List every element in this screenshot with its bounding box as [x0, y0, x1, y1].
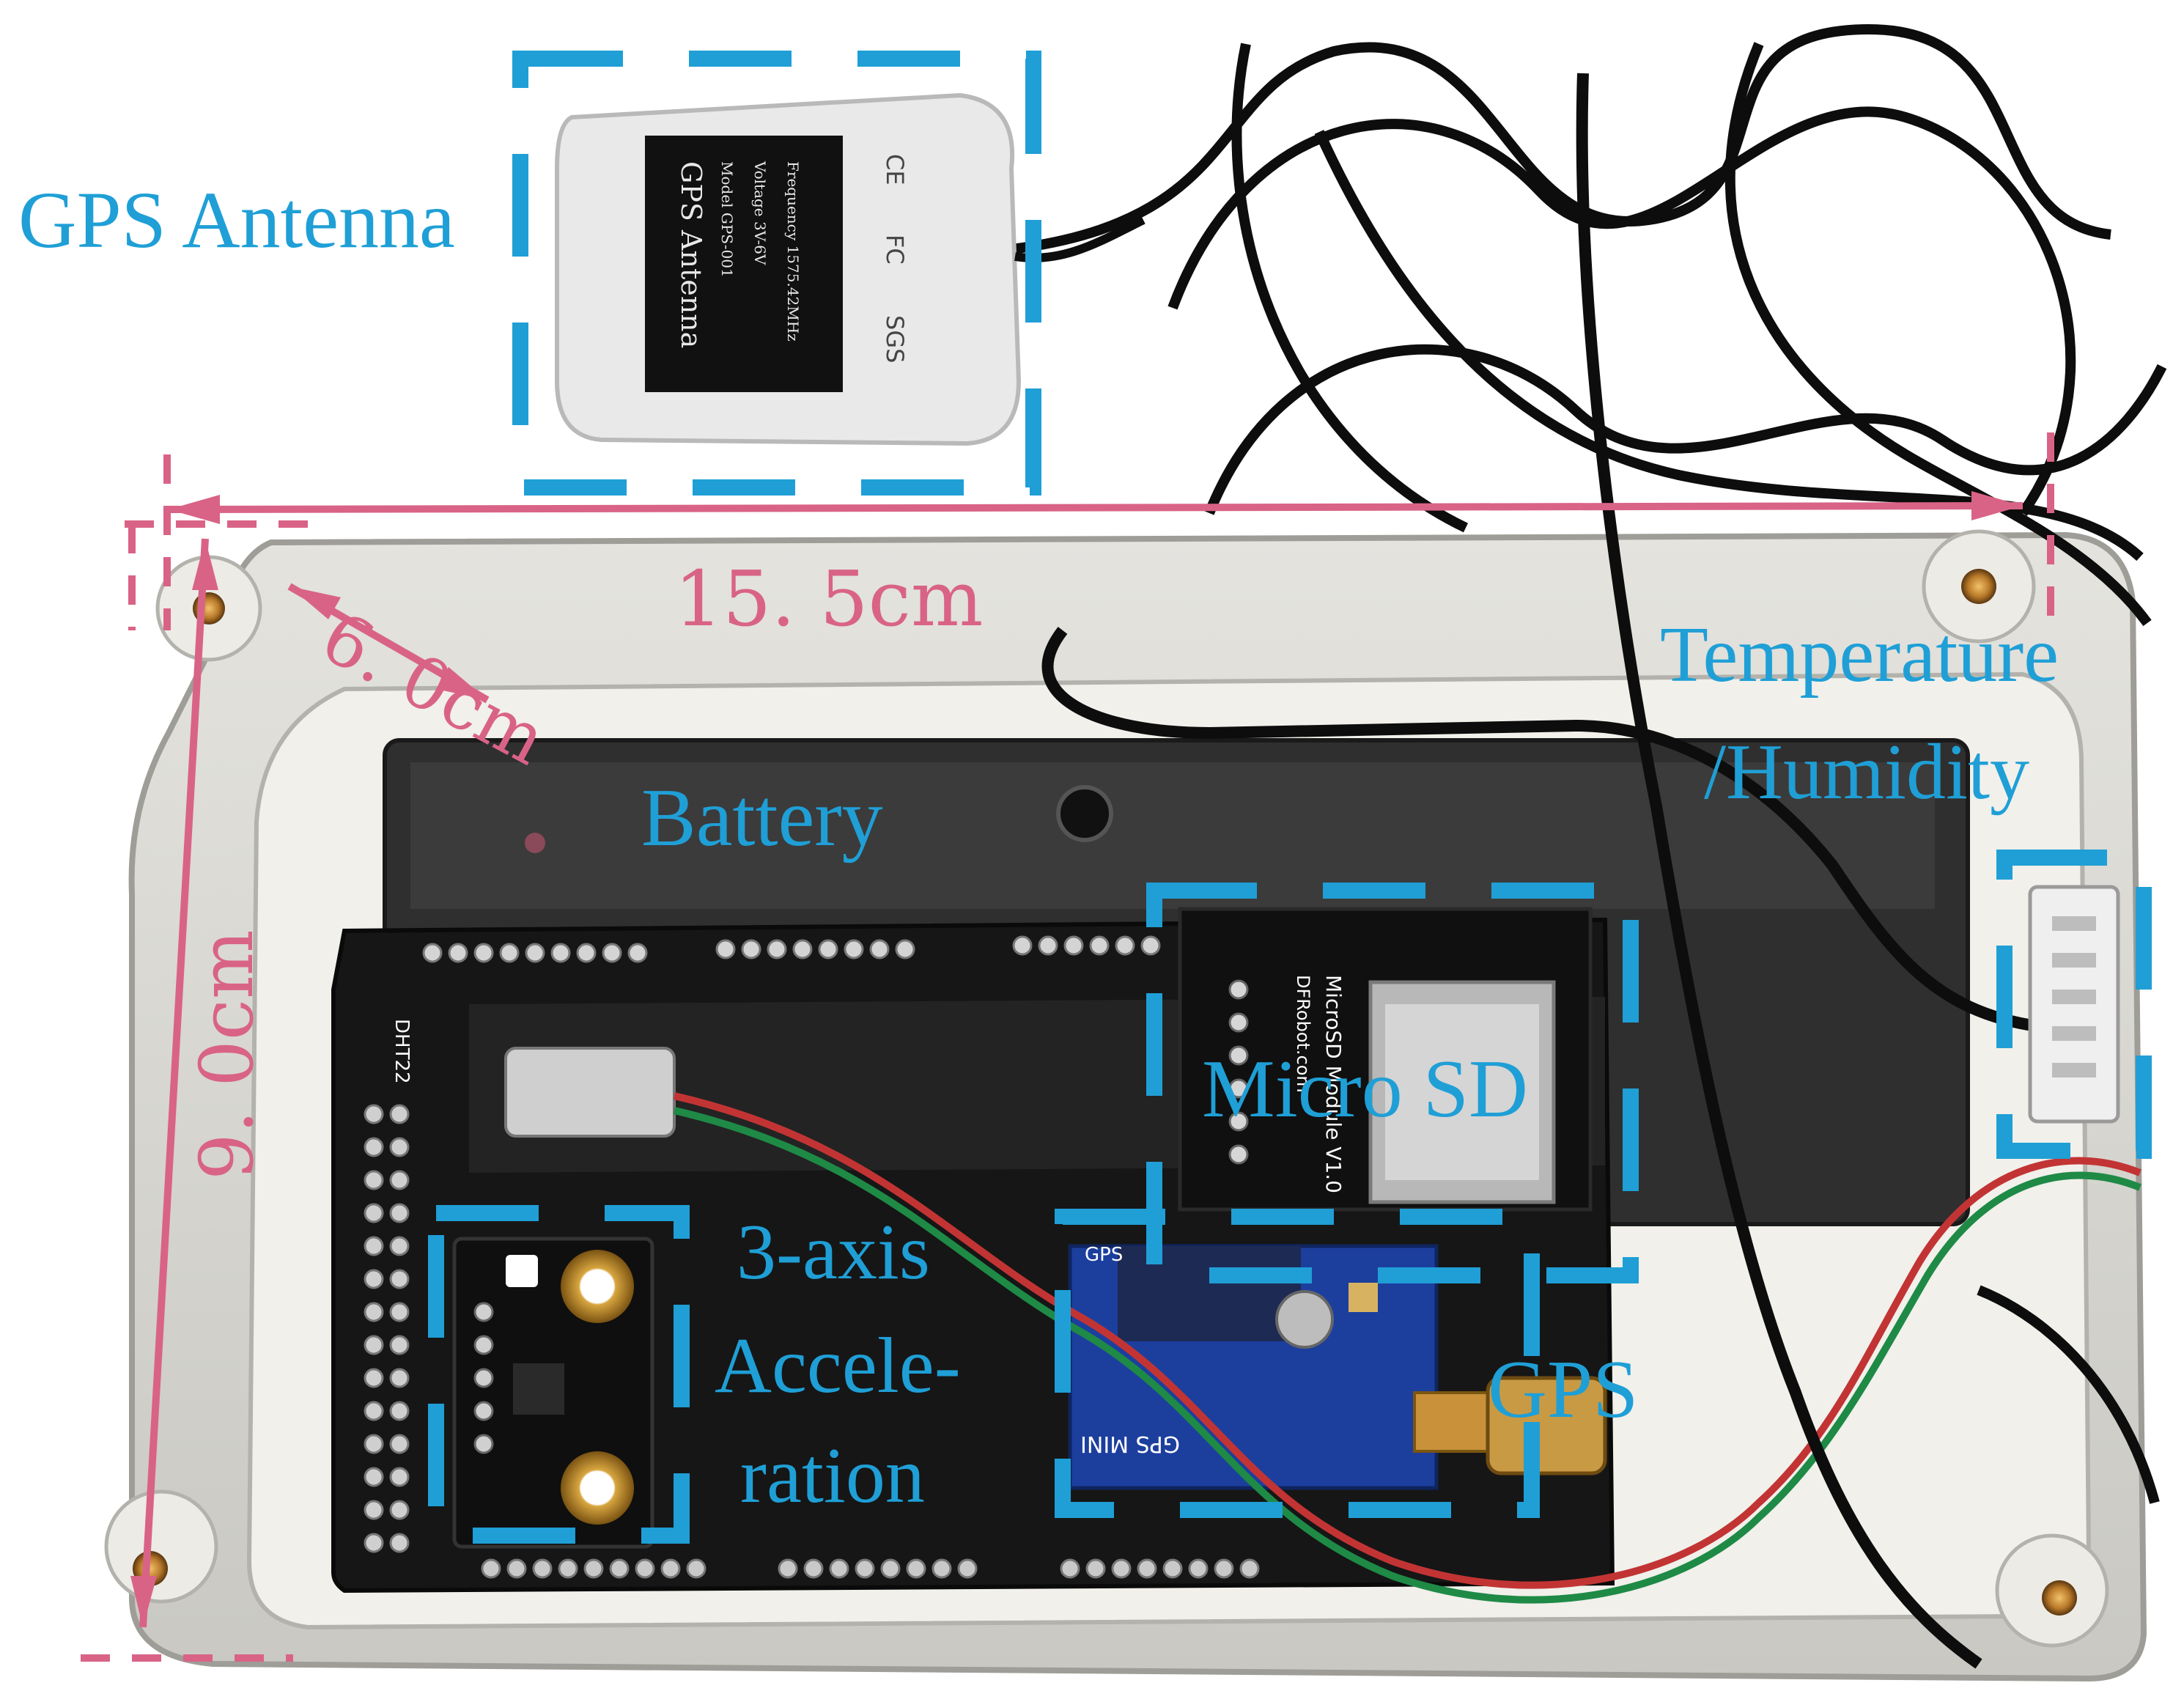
battery-label: Battery: [641, 773, 883, 863]
sd-highlight: [1146, 883, 1639, 1283]
cables: [673, 23, 2167, 1669]
sticker-line1: Model GPS-001: [718, 161, 736, 278]
gps-highlight: [1055, 1209, 1540, 1518]
screw-icon: [1961, 569, 1996, 604]
ce-mark: CE: [881, 154, 909, 185]
mount-hole-icon: [561, 1451, 634, 1525]
antenna-sticker: [645, 136, 843, 392]
dimension-lines: [81, 432, 2054, 1662]
gps-antenna: GPS Antenna Model GPS-001 Voltage 3V-6V …: [555, 92, 1146, 446]
acceleration-label-line2: Accele-: [715, 1322, 961, 1410]
temp-humidity-highlight: [1996, 850, 2152, 1159]
sensor-connector: [504, 1047, 676, 1138]
sticker-line3: Frequency 1575.42MHz: [784, 161, 802, 342]
logo-icon: [506, 1255, 538, 1287]
fc-mark: FC: [881, 235, 909, 265]
dfrobot-silkscreen: DFRobot.com: [1293, 975, 1313, 1093]
temperature-label: Temperature: [1660, 611, 2059, 699]
length-dimension: 15. 5cm: [674, 554, 984, 644]
mount-hole-icon: [561, 1250, 634, 1323]
gps-mini-silkscreen: GPS MINI: [1080, 1431, 1180, 1456]
gps-label: GPS: [1488, 1344, 1639, 1435]
sticker-line2: Voltage 3V-6V: [751, 161, 769, 265]
acceleration-label-line3: ration: [740, 1432, 925, 1519]
accelerometer-highlight: [428, 1205, 690, 1544]
antenna-highlight: [512, 51, 1041, 495]
temp-humidity-connector: [2028, 885, 2120, 1124]
sgs-mark: SGS: [881, 315, 909, 363]
gps-antenna-label: GPS Antenna: [18, 175, 455, 265]
width-dimension: 9. 0cm: [184, 929, 270, 1180]
acceleration-label-line1: 3-axis: [737, 1209, 930, 1296]
screw-icon: [2042, 1580, 2077, 1616]
sticker-title: GPS Antenna: [675, 161, 707, 348]
gps-silkscreen: GPS: [1085, 1244, 1123, 1266]
highlight-boxes: [428, 51, 2152, 1544]
micro-sd-label: Micro SD: [1202, 1044, 1528, 1135]
header-pins: [364, 1104, 410, 1553]
accelerometer-module: [452, 1237, 654, 1549]
microsd-module: MicroSD Module V1.0 DFRobot.com: [1178, 907, 1593, 1212]
sma-connector: [1486, 1376, 1607, 1476]
humidity-label: /Humidity: [1704, 729, 2030, 816]
dht-silkscreen: DHT22: [391, 1019, 413, 1084]
sd-silkscreen: MicroSD Module V1.0: [1321, 975, 1346, 1193]
